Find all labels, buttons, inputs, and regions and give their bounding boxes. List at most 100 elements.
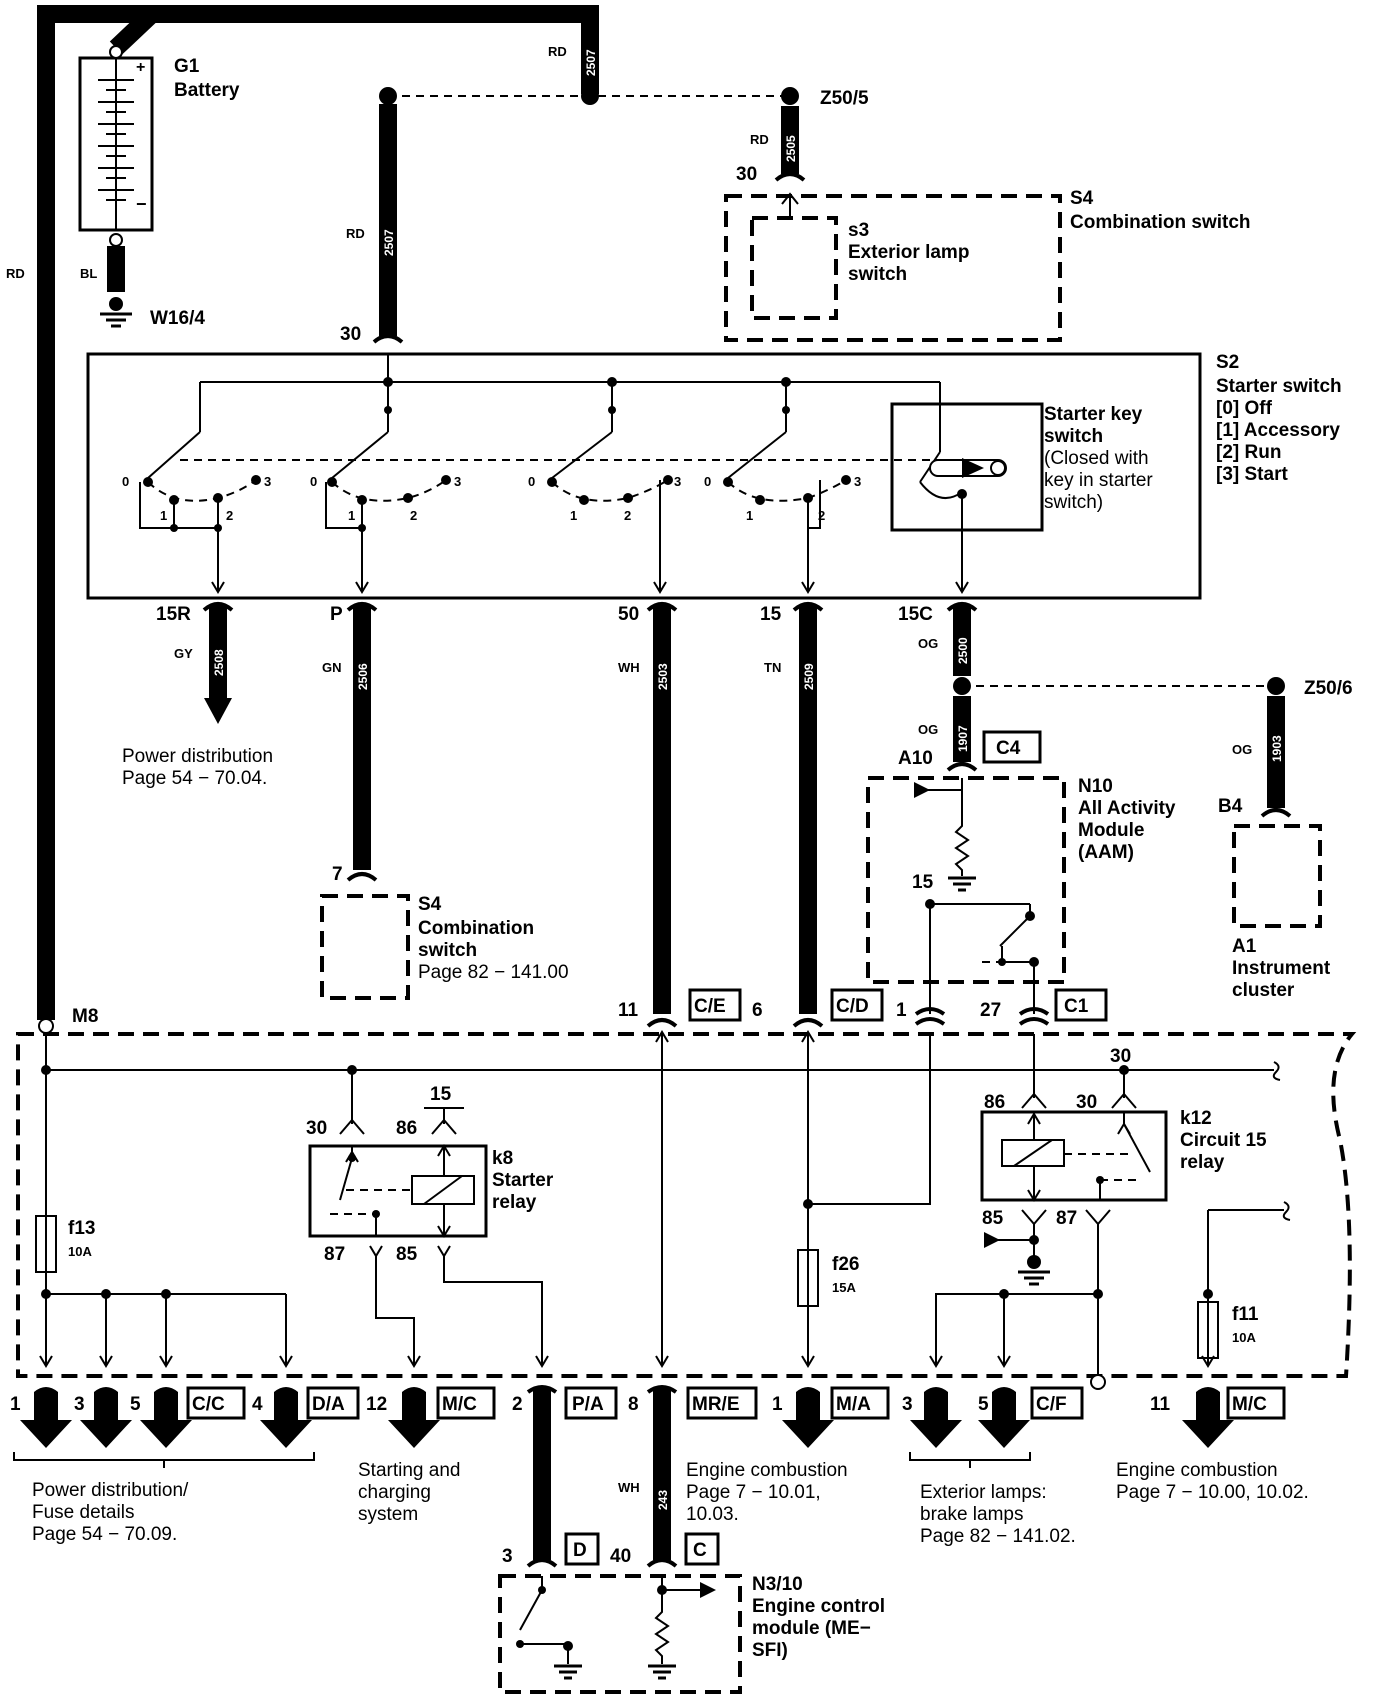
svg-text:11: 11: [618, 1000, 639, 1021]
svg-text:243: 243: [656, 1490, 670, 1510]
svg-text:15: 15: [760, 604, 782, 625]
svg-text:MR/E: MR/E: [692, 1394, 740, 1415]
wire-color-label: BL: [80, 266, 97, 281]
svg-text:k12: k12: [1180, 1108, 1212, 1129]
ground-icon: [100, 297, 132, 328]
svg-text:D: D: [573, 1540, 587, 1561]
svg-text:2503: 2503: [656, 663, 670, 690]
svg-text:relay: relay: [1180, 1152, 1225, 1173]
svg-text:2: 2: [410, 508, 417, 523]
svg-text:Combination: Combination: [418, 918, 534, 939]
svg-text:relay: relay: [492, 1192, 537, 1213]
svg-text:0: 0: [310, 474, 317, 489]
svg-text:OG: OG: [1232, 742, 1252, 757]
s2-starter-switch: [86, 352, 1202, 600]
k8-starter-relay: [308, 1144, 488, 1238]
svg-text:2: 2: [818, 508, 825, 523]
svg-text:f13: f13: [68, 1218, 95, 1239]
svg-text:30: 30: [1110, 1046, 1131, 1067]
svg-text:module (ME−: module (ME−: [752, 1618, 871, 1639]
ref-fuse-details: Power distribution/: [32, 1480, 189, 1501]
svg-text:N10: N10: [1078, 776, 1113, 797]
svg-text:87: 87: [1056, 1208, 1077, 1229]
svg-text:WH: WH: [618, 660, 640, 675]
s3-name: Exterior lamp: [848, 242, 969, 263]
svg-text:OG: OG: [918, 636, 938, 651]
svg-text:2506: 2506: [356, 663, 370, 690]
svg-text:C: C: [693, 1540, 707, 1561]
switch-contacts-4: 0 1 2 3: [704, 474, 861, 594]
svg-text:C/C: C/C: [192, 1394, 225, 1415]
wire-color-label: RD: [548, 44, 567, 59]
s4-name: Combination switch: [1070, 212, 1251, 233]
svg-text:3: 3: [902, 1394, 913, 1415]
svg-text:86: 86: [396, 1118, 417, 1139]
svg-text:C/F: C/F: [1036, 1394, 1067, 1415]
ref-power-distribution: Power distribution: [122, 746, 273, 767]
svg-text:1: 1: [10, 1394, 21, 1415]
svg-text:0: 0: [704, 474, 711, 489]
svg-text:2507: 2507: [382, 229, 396, 256]
svg-text:Starter key: Starter key: [1044, 404, 1143, 425]
svg-text:D/A: D/A: [312, 1394, 345, 1415]
svg-text:27: 27: [980, 1000, 1001, 1021]
svg-text:3: 3: [674, 474, 681, 489]
s4-combination-switch-bottom: [320, 894, 410, 1000]
key-icon: [929, 458, 1007, 478]
svg-text:C/D: C/D: [836, 996, 869, 1017]
svg-text:switch: switch: [1044, 426, 1103, 447]
ground-icon: [648, 1664, 676, 1680]
svg-text:1907: 1907: [956, 725, 970, 752]
svg-text:WH: WH: [618, 1480, 640, 1495]
svg-text:M/C: M/C: [1232, 1394, 1267, 1415]
svg-text:0: 0: [122, 474, 129, 489]
s3-name: switch: [848, 264, 907, 285]
wire-number: 2507: [584, 49, 598, 76]
svg-text:Page 82 − 141.00: Page 82 − 141.00: [418, 962, 569, 983]
svg-text:85: 85: [982, 1208, 1004, 1229]
svg-text:10A: 10A: [68, 1244, 92, 1259]
svg-text:C4: C4: [996, 738, 1021, 759]
svg-text:Circuit 15: Circuit 15: [1180, 1130, 1267, 1151]
svg-text:S2: S2: [1216, 352, 1239, 373]
svg-text:Fuse details: Fuse details: [32, 1502, 134, 1523]
switch-contacts-2: 0 1 2 3: [310, 474, 461, 594]
output-arrows: [20, 1387, 1234, 1448]
svg-text:5: 5: [130, 1394, 141, 1415]
svg-text:Page 7 − 10.00, 10.02.: Page 7 − 10.00, 10.02.: [1116, 1482, 1309, 1503]
svg-text:GN: GN: [322, 660, 342, 675]
svg-text:P/A: P/A: [572, 1394, 604, 1415]
svg-text:2: 2: [226, 508, 233, 523]
svg-text:2: 2: [624, 508, 631, 523]
svg-text:SFI): SFI): [752, 1640, 788, 1661]
svg-text:C/E: C/E: [694, 996, 726, 1017]
svg-text:TN: TN: [764, 660, 781, 675]
svg-text:8: 8: [628, 1394, 639, 1415]
battery: + −: [78, 45, 154, 247]
svg-text:12: 12: [366, 1394, 387, 1415]
splice-z50-6: Z50/6: [1304, 678, 1353, 699]
m8-fuse-relay-box: [16, 1032, 1357, 1378]
ground-icon: [554, 1664, 582, 1680]
svg-text:1: 1: [570, 508, 577, 523]
svg-text:1: 1: [772, 1394, 783, 1415]
svg-text:1903: 1903: [1270, 735, 1284, 762]
svg-text:N3/10: N3/10: [752, 1574, 803, 1595]
svg-text:[2] Run: [2] Run: [1216, 442, 1281, 463]
svg-text:Engine control: Engine control: [752, 1596, 885, 1617]
svg-text:1: 1: [896, 1000, 907, 1021]
svg-text:86: 86: [984, 1092, 1005, 1113]
svg-text:(Closed with: (Closed with: [1044, 448, 1149, 469]
svg-text:2: 2: [512, 1394, 523, 1415]
svg-text:system: system: [358, 1504, 418, 1525]
a1-instrument-cluster: [1232, 824, 1322, 928]
svg-text:charging: charging: [358, 1482, 431, 1503]
svg-text:C1: C1: [1064, 996, 1089, 1017]
svg-text:7: 7: [332, 864, 343, 885]
svg-text:Page 82 − 141.02.: Page 82 − 141.02.: [920, 1526, 1076, 1547]
svg-text:50: 50: [618, 604, 639, 625]
svg-text:switch: switch: [418, 940, 477, 961]
svg-text:15: 15: [430, 1084, 452, 1105]
svg-text:3: 3: [264, 474, 271, 489]
svg-text:Instrument: Instrument: [1232, 958, 1331, 979]
